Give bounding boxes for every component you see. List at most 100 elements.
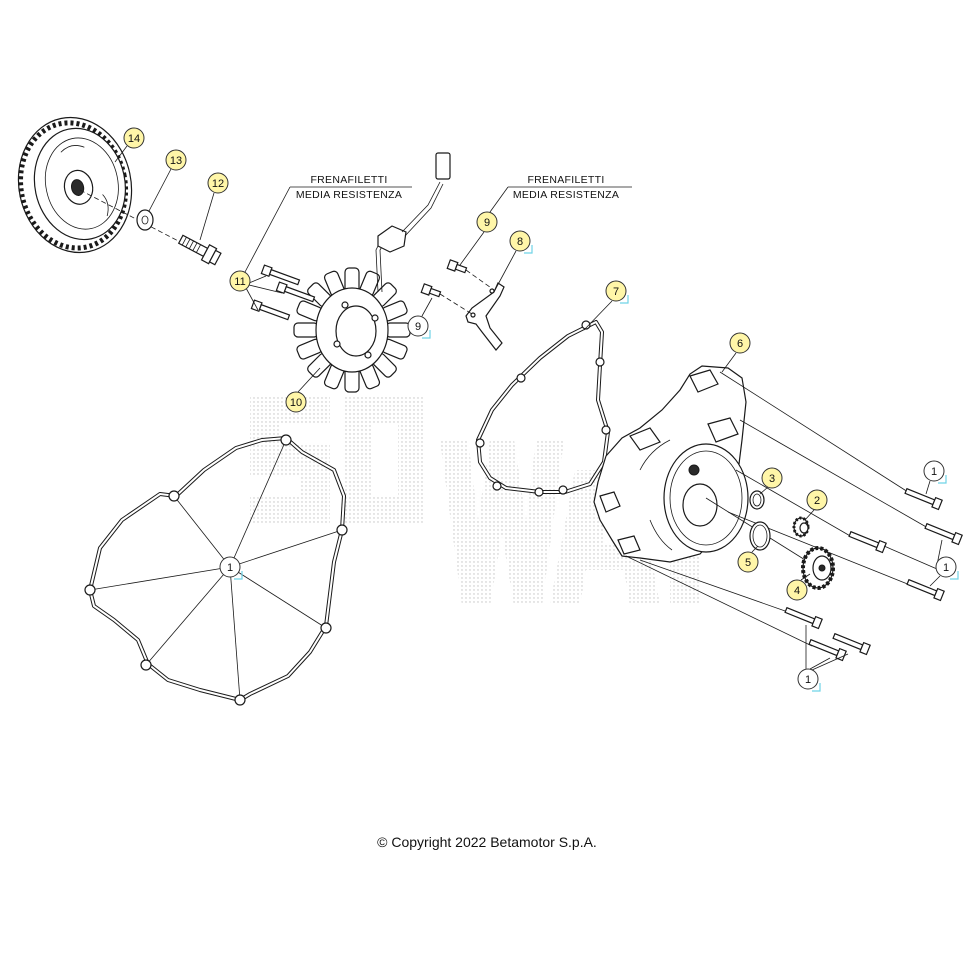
cover-bolt — [848, 530, 887, 554]
cover-boss — [689, 369, 719, 393]
gasket-hole — [581, 320, 591, 330]
gasket-hole — [280, 434, 292, 446]
gasket-hole — [475, 438, 485, 448]
callout-5: 5 — [737, 551, 759, 573]
svg-text:11: 11 — [234, 276, 245, 288]
bracket-screw — [420, 283, 442, 298]
svg-text:9: 9 — [415, 321, 421, 333]
stator-bolt — [250, 299, 291, 321]
callout-9-bottom: 9 — [407, 315, 431, 339]
flywheel-nut-bolt — [177, 234, 222, 266]
plug-small — [792, 516, 810, 538]
stator-mount-hole — [371, 314, 379, 322]
bracket-screw — [446, 259, 468, 274]
washer — [136, 209, 154, 231]
ignition-cover — [593, 365, 749, 563]
stator-wiring-harness — [375, 152, 451, 293]
cover-bolt — [784, 606, 823, 630]
stator-pole — [293, 322, 319, 338]
cover-bolt — [832, 632, 871, 656]
svg-text:4: 4 — [794, 585, 800, 597]
copyright-text: © Copyright 2022 Betamotor S.p.A. — [377, 834, 597, 850]
svg-text:10: 10 — [290, 397, 302, 409]
svg-text:12: 12 — [212, 178, 224, 190]
cover-gasket — [475, 320, 611, 497]
stator-bolt — [260, 264, 301, 286]
svg-text:9: 9 — [484, 217, 490, 229]
note-line-2: MEDIA RESISTENZA — [296, 189, 402, 201]
gasket-hole — [595, 357, 605, 367]
cover-dome-ring — [669, 450, 743, 546]
note-line-2: MEDIA RESISTENZA — [513, 189, 619, 201]
callout-4: 4 — [786, 579, 808, 601]
stator-center-bore — [335, 305, 377, 357]
callout-9-top: 9 — [476, 211, 498, 233]
callout-1-bolt-right: 1 — [935, 556, 959, 580]
gasket-hole — [320, 622, 332, 634]
cover-bolt — [906, 578, 945, 602]
svg-text:8: 8 — [517, 236, 523, 248]
threadlocker-note-right: FRENAFILETTI MEDIA RESISTENZA — [489, 174, 632, 213]
cover-boss — [617, 535, 641, 555]
stator-mount-hole — [364, 351, 372, 359]
gasket-hole — [168, 490, 180, 502]
gasket-hole — [84, 584, 96, 596]
note-line-1: FRENAFILETTI — [310, 174, 387, 186]
gasket-hole — [140, 659, 152, 671]
callout-10: 10 — [285, 391, 307, 413]
cable-bracket — [465, 282, 505, 351]
svg-text:2: 2 — [814, 495, 820, 507]
svg-text:14: 14 — [128, 133, 140, 145]
stator-mount-hole — [341, 301, 349, 309]
callout-6: 6 — [729, 332, 751, 354]
flywheel-inner-ring — [44, 137, 119, 230]
cover-boss — [599, 491, 621, 513]
cover-boss — [629, 427, 661, 451]
flywheel-slot — [60, 145, 85, 153]
stator-bolt — [275, 281, 316, 303]
threadlocker-note-left: FRENAFILETTI MEDIA RESISTENZA — [244, 174, 412, 273]
cover-bolt — [904, 487, 943, 511]
svg-text:1: 1 — [227, 562, 233, 574]
stator-connector — [435, 152, 451, 180]
svg-text:1: 1 — [805, 674, 811, 686]
plug-large — [801, 546, 835, 590]
gasket-hole — [492, 481, 502, 491]
callout-11: 11 — [229, 270, 251, 292]
stator-mount-hole — [333, 340, 341, 348]
svg-text:5: 5 — [745, 557, 751, 569]
svg-text:7: 7 — [613, 286, 619, 298]
callout-leaders — [114, 145, 943, 671]
svg-text:13: 13 — [170, 155, 182, 167]
assembly-axis-line — [465, 269, 495, 291]
callout-1-bolt-bottom: 1 — [797, 668, 821, 692]
timing-plug-bore — [682, 483, 718, 527]
stator-pole — [385, 322, 411, 338]
cable-grommet — [377, 225, 407, 253]
assembly-axis-line — [439, 293, 473, 315]
callout-14: 14 — [123, 127, 145, 149]
gasket-hole — [336, 524, 348, 536]
callout-8: 8 — [509, 230, 533, 254]
callout-1-gasket: 1 — [219, 556, 243, 580]
svg-text:1: 1 — [943, 562, 949, 574]
cover-boss — [707, 417, 739, 443]
flywheel-slot — [102, 194, 109, 217]
note-line-1: FRENAFILETTI — [527, 174, 604, 186]
gasket-hole — [558, 485, 568, 495]
gasket-hole — [516, 373, 526, 383]
svg-text:1: 1 — [931, 466, 937, 478]
cover-bolts — [784, 487, 963, 662]
svg-text:6: 6 — [737, 338, 743, 350]
outer-cover-gasket — [84, 434, 348, 706]
callout-1-bolt-top: 1 — [923, 460, 947, 484]
gasket-hole — [601, 425, 611, 435]
callout-7: 7 — [605, 280, 629, 304]
gasket-hole — [534, 487, 544, 497]
stator — [293, 267, 411, 393]
callout-12: 12 — [207, 172, 229, 194]
flywheel-hub-bore — [70, 179, 85, 196]
svg-text:3: 3 — [769, 473, 775, 485]
o-ring-large — [749, 521, 771, 551]
